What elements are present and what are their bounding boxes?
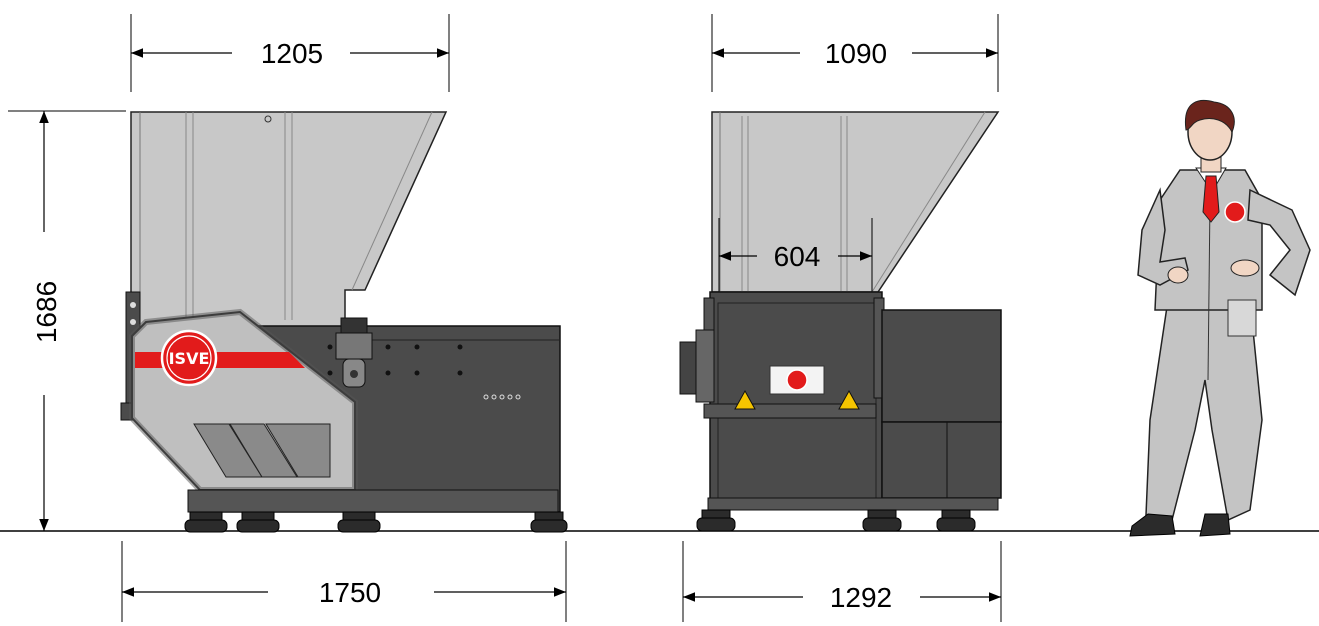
feet-right [696, 509, 976, 532]
warning-sign-left [734, 389, 756, 410]
red-tie [1202, 175, 1220, 223]
dimension-bottom-right: 1292 [682, 541, 1002, 622]
isve-logo-small [786, 369, 808, 391]
person-scale-figure [1129, 99, 1311, 537]
shoe-left [1129, 513, 1176, 537]
dimension-label-1750: 1750 [319, 577, 381, 608]
red-stripe [135, 352, 305, 368]
dimension-label-1292: 1292 [830, 582, 892, 613]
dimension-label-1090: 1090 [825, 38, 887, 69]
dimension-label-1686: 1686 [31, 281, 62, 343]
dimension-top-left: 1205 [130, 14, 450, 92]
hopper-left [130, 111, 448, 331]
dimension-top-right: 1090 [711, 14, 999, 92]
shredder-front-view: 604 [679, 111, 1002, 532]
hair [1184, 99, 1235, 134]
feet-left [184, 511, 568, 533]
shredder-side-view: ISVE [120, 111, 568, 533]
isve-logo: ISVE [160, 329, 218, 387]
logo-text-left: ISVE [169, 349, 210, 368]
isve-logo-badge [1224, 201, 1246, 223]
dimension-label-1205: 1205 [261, 38, 323, 69]
dimension-height: 1686 [8, 110, 126, 531]
shoe-right [1199, 513, 1231, 537]
hopper-right [711, 111, 1000, 293]
dimension-inner: 604 [718, 218, 873, 292]
warning-sign-right [838, 389, 860, 410]
dimension-bottom-left: 1750 [121, 541, 567, 622]
dimension-label-604: 604 [774, 241, 821, 272]
